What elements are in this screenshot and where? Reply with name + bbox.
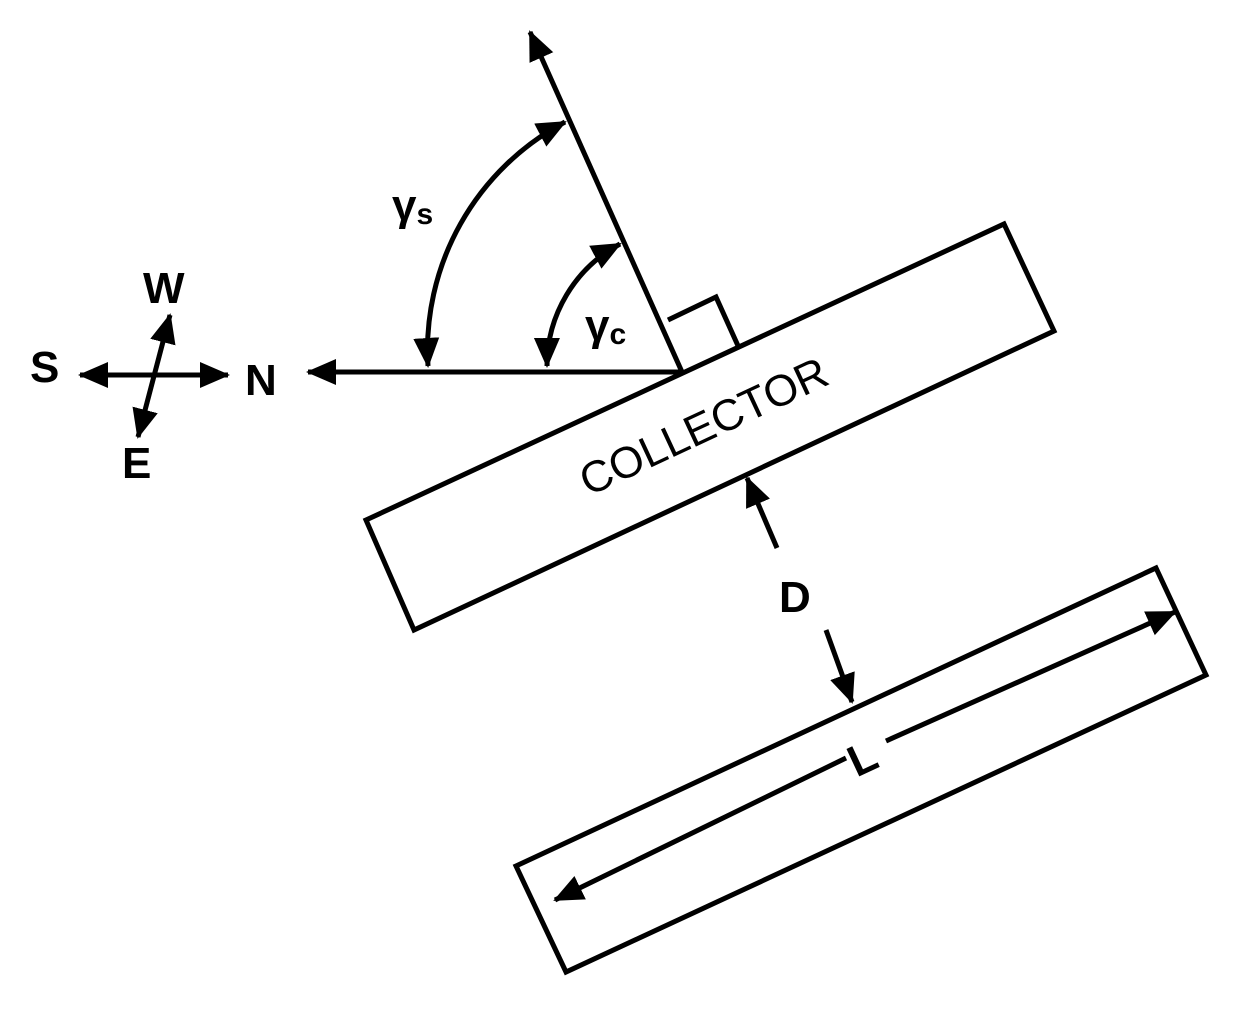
compass-east-label: E bbox=[122, 439, 151, 488]
compass-rose: N S W E bbox=[30, 264, 277, 488]
collector-panel bbox=[362, 220, 1058, 634]
gamma-s-label: γs bbox=[392, 181, 433, 231]
compass-west-label: W bbox=[143, 264, 185, 313]
length-arrow-left bbox=[553, 755, 848, 903]
row-spacing-arrow-bottom bbox=[823, 629, 855, 704]
collector-normal-line bbox=[527, 30, 685, 374]
gamma-c-label: γc bbox=[585, 301, 626, 351]
compass-north-label: N bbox=[245, 356, 277, 405]
compass-south-label: S bbox=[30, 343, 59, 392]
gamma-s-arc bbox=[413, 119, 567, 368]
right-angle-marker bbox=[666, 293, 742, 350]
gamma-c-arc bbox=[533, 241, 622, 368]
compass-we-axis bbox=[132, 313, 176, 439]
length-arrow-right bbox=[884, 609, 1177, 744]
rear-collector-panel bbox=[512, 564, 1210, 976]
row-spacing-label: D bbox=[779, 573, 811, 622]
row-spacing-arrow-top bbox=[744, 476, 780, 549]
